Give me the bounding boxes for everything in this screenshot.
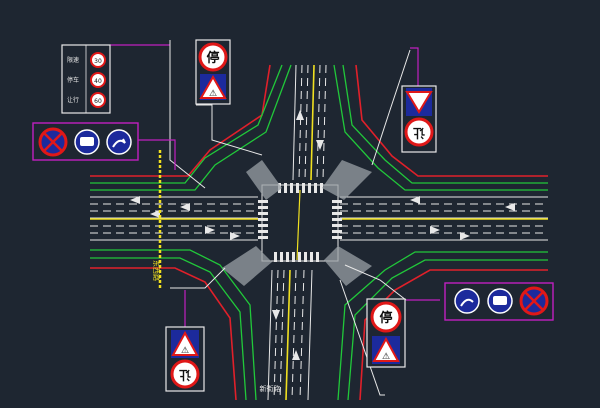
right-icon-panel <box>444 282 554 321</box>
speed-circle-2 <box>90 72 106 88</box>
stop-sign-right-bottom <box>370 301 402 333</box>
v-lane-9 <box>291 269 297 401</box>
table-label-3: 让行 <box>67 96 79 104</box>
island-nw <box>246 160 282 200</box>
leader-top-left <box>169 40 206 189</box>
arrow-n1 <box>296 110 304 120</box>
road-edge-east-top <box>355 64 548 177</box>
top-table-sign: 限速 停车 让行 30 40 60 <box>61 44 111 114</box>
green-lane-sw-2 <box>90 249 257 401</box>
green-lane-se-2 <box>337 251 548 401</box>
yield-triangle-bottom-left <box>171 330 199 356</box>
arrow-w2 <box>150 210 160 218</box>
green-lane-nw-1 <box>90 64 283 184</box>
right-top-sign-post: 让 <box>401 85 437 153</box>
top-stop-sign-post: 停 ⚠ <box>195 39 231 105</box>
speed-value-3: 60 <box>94 98 102 105</box>
v-lane-8 <box>279 269 285 401</box>
arrow-w5 <box>230 232 240 240</box>
arrow-w1 <box>130 196 140 204</box>
v-lane-11 <box>307 269 313 401</box>
stop-sign-bottom-left <box>170 359 200 389</box>
leader-right-bottom-white <box>344 264 407 301</box>
arrow-e4 <box>505 203 515 211</box>
stop-sign-top <box>198 42 228 72</box>
road-edge-west-top <box>90 64 271 177</box>
arrow-w3 <box>180 203 190 211</box>
arrow-n2 <box>316 140 324 150</box>
v-center-yellow-south <box>285 269 291 401</box>
crosswalk-west <box>258 200 268 239</box>
leader-top-mid <box>196 104 263 156</box>
yield-symbol-right-bottom: ⚠ <box>382 352 390 362</box>
yield-char-bottom-left: 让 <box>179 368 191 383</box>
arrow-e2 <box>430 226 440 234</box>
green-lane-ne-1 <box>342 64 548 184</box>
island-sw <box>222 246 272 286</box>
road-edge-west-bottom <box>90 267 237 401</box>
v-lane-1 <box>292 64 297 181</box>
leader-left-icons <box>138 139 176 170</box>
v-lane-2 <box>298 64 303 181</box>
leader-right-top-white <box>371 49 411 166</box>
road-edges <box>90 64 548 401</box>
island-ne <box>322 160 372 200</box>
left-icon-panel <box>32 122 139 161</box>
speed-circle-1 <box>90 52 106 68</box>
green-lane-ne-2 <box>333 64 548 191</box>
crosswalk-east <box>332 200 342 239</box>
arrow-w4 <box>205 226 215 234</box>
yield-triangle-right-bottom <box>372 336 400 362</box>
speed-value-1: 30 <box>94 58 102 65</box>
street-label-left: 东西路 <box>152 260 161 281</box>
table-label-1: 限速 <box>67 56 79 64</box>
yield-triangle-top <box>199 74 227 99</box>
yield-triangle-right-top <box>405 91 433 114</box>
table-label-2: 停车 <box>67 76 79 84</box>
horizontal-lanes <box>90 196 548 241</box>
stop-char-top: 停 <box>206 50 219 66</box>
speed-value-2: 40 <box>94 78 102 85</box>
lane-arrows <box>130 110 515 360</box>
arrow-e3 <box>410 196 420 204</box>
yield-char-right-top: 让 <box>413 126 425 141</box>
yield-symbol-bottom-left: ⚠ <box>181 346 189 356</box>
speed-circle-3 <box>90 92 106 108</box>
v-lane-6 <box>267 269 273 401</box>
stop-sign-right-top <box>404 117 434 147</box>
yield-symbol-top: ⚠ <box>209 89 217 99</box>
street-label-bottom: 新街路 <box>260 384 281 393</box>
v-lane-4 <box>316 64 321 181</box>
arrow-e1 <box>460 232 470 240</box>
bottom-left-sign-post: ⚠ 让 <box>165 326 205 392</box>
v-lane-7 <box>273 269 279 401</box>
arrow-s2 <box>292 350 300 360</box>
leader-bottom-left-white <box>170 267 226 289</box>
green-lanes <box>90 64 548 401</box>
v-center-yellow-mid <box>296 189 301 261</box>
v-center-yellow-north <box>310 64 315 181</box>
green-lane-sw-1 <box>90 257 247 401</box>
green-lane-se-1 <box>347 259 548 401</box>
crosswalk-south <box>274 252 319 262</box>
vertical-lanes <box>267 64 327 401</box>
v-lane-3 <box>304 64 309 181</box>
v-lane-5 <box>322 64 327 181</box>
v-lane-10 <box>299 269 305 401</box>
right-bottom-sign-post: 停 ⚠ <box>366 298 406 368</box>
leader-lines <box>110 40 440 396</box>
leader-bottom-right <box>339 279 385 396</box>
arrow-s1 <box>272 310 280 320</box>
stop-char-right-bottom: 停 <box>379 310 392 326</box>
